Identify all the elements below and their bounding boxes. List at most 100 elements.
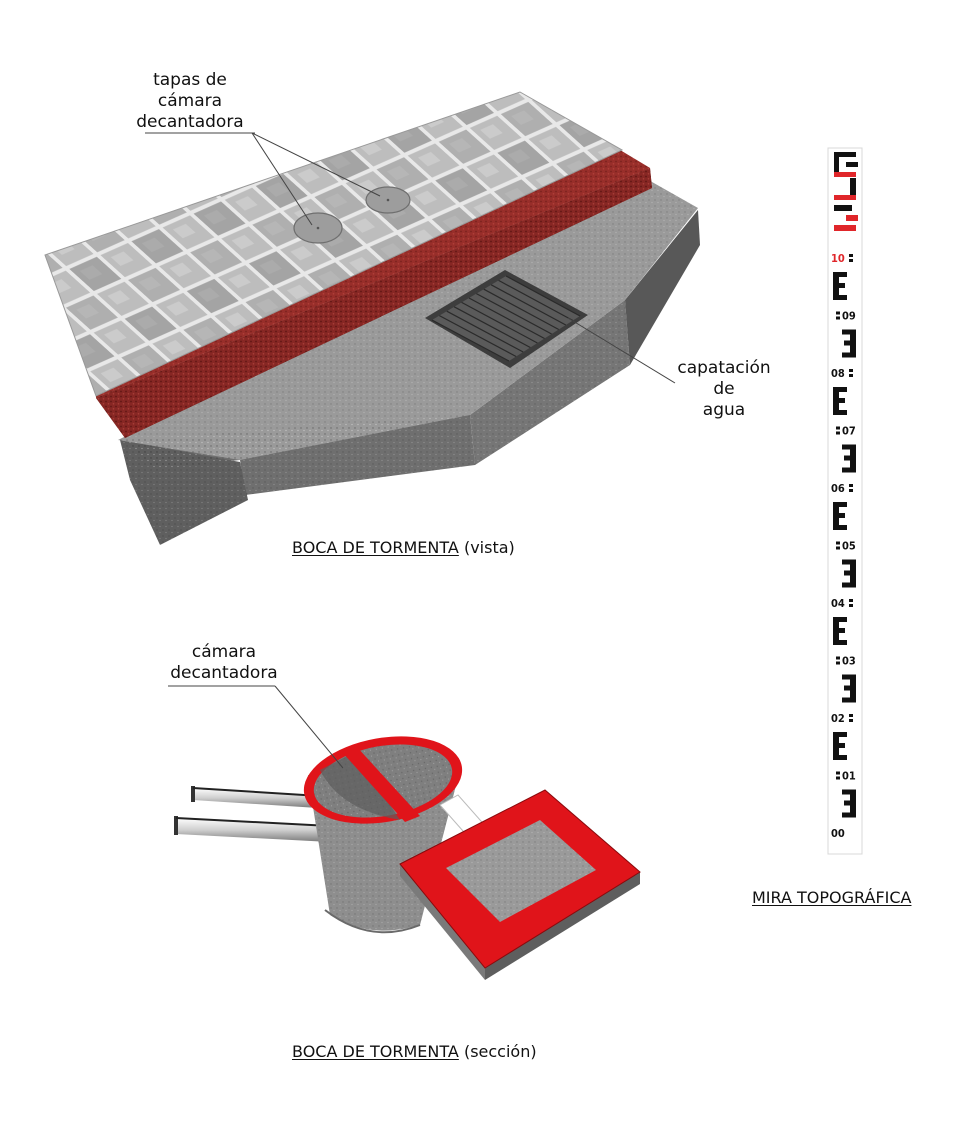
rod-e-mark bbox=[842, 329, 856, 335]
rod-e-mark bbox=[842, 812, 856, 818]
rod-dot bbox=[836, 541, 840, 545]
rod-e-mark bbox=[842, 582, 856, 588]
rod-e-mark bbox=[833, 502, 847, 507]
rod-dot bbox=[836, 656, 840, 660]
rod-dot bbox=[836, 546, 840, 550]
rod-e-mark bbox=[842, 697, 856, 703]
rod-top-mark bbox=[846, 162, 858, 167]
rod-e-mark bbox=[844, 800, 856, 806]
inlet-frame-side bbox=[400, 864, 485, 980]
rod-e-mark bbox=[833, 617, 847, 622]
rod-e-mark bbox=[844, 685, 856, 691]
grate-bar bbox=[439, 315, 517, 358]
label-tapas: tapas de cámara decantadora bbox=[135, 70, 245, 133]
rod-e-mark bbox=[842, 352, 856, 358]
rod-dot bbox=[849, 489, 853, 492]
rod-top-mark bbox=[846, 215, 858, 221]
caption-seccion: BOCA DE TORMENTA (sección) bbox=[292, 1042, 537, 1062]
rod-number: 00 bbox=[831, 827, 845, 840]
chamber-divider bbox=[342, 746, 420, 822]
concrete-side-face bbox=[625, 210, 700, 365]
label-camara-line-1: cámara bbox=[191, 642, 257, 662]
rod-number: 05 bbox=[842, 540, 856, 553]
rod-dot bbox=[849, 714, 853, 717]
rod-e-mark bbox=[833, 525, 847, 530]
label-capatacion-line-3: agua bbox=[702, 400, 746, 420]
rod-e-mark bbox=[842, 467, 856, 473]
rod-e-mark bbox=[833, 513, 845, 518]
label-camara: cámara decantadora bbox=[160, 642, 288, 684]
caption-seccion-suffix: (sección) bbox=[463, 1042, 537, 1061]
rod-e-mark bbox=[844, 340, 856, 346]
grate-bar bbox=[490, 284, 567, 326]
rod-number: 02 bbox=[831, 712, 845, 725]
grate-bar bbox=[505, 275, 581, 317]
rod-top-mark bbox=[834, 225, 856, 231]
water-inlet-grate bbox=[425, 270, 588, 368]
rod-number: 08 bbox=[831, 367, 845, 380]
rod-dot bbox=[849, 599, 853, 602]
rod-dot bbox=[849, 254, 853, 257]
rod-dot bbox=[836, 311, 840, 315]
caption-vista-main: BOCA DE TORMENTA bbox=[292, 538, 459, 557]
rod-e-mark bbox=[833, 295, 847, 300]
rod-number: 09 bbox=[842, 310, 856, 323]
rod-e-mark bbox=[833, 410, 847, 415]
rod-number: 07 bbox=[842, 425, 856, 438]
rod-top-mark bbox=[834, 152, 839, 174]
rod-dot bbox=[836, 426, 840, 430]
rod-dot bbox=[836, 316, 840, 320]
rod-dot bbox=[836, 776, 840, 780]
leveling-rod: 10 09 08 07 06 05 04 03 02 01 00 bbox=[827, 147, 863, 855]
rod-number: 06 bbox=[831, 482, 845, 495]
rod-e-mark bbox=[833, 398, 845, 403]
rod-e-mark bbox=[842, 674, 856, 680]
rod-dot bbox=[849, 604, 853, 607]
caption-mira: MIRA TOPOGRÁFICA bbox=[752, 888, 911, 908]
rod-dot bbox=[836, 771, 840, 775]
rod-e-mark bbox=[844, 570, 856, 576]
rod-e-mark bbox=[833, 732, 847, 737]
rod-number: 04 bbox=[831, 597, 845, 610]
caption-mira-text: MIRA TOPOGRÁFICA bbox=[752, 888, 912, 907]
rod-e-mark bbox=[842, 444, 856, 450]
rod-number: 01 bbox=[842, 770, 856, 783]
grate-bar bbox=[461, 301, 538, 344]
caption-seccion-main: BOCA DE TORMENTA bbox=[292, 1042, 459, 1061]
rod-top-mark bbox=[834, 205, 852, 211]
grate-bar bbox=[498, 279, 574, 322]
rod-top-mark bbox=[834, 172, 856, 177]
rod-e-mark bbox=[833, 272, 847, 277]
storm-drain-view bbox=[44, 91, 700, 545]
label-capatacion-line-1: capatación bbox=[677, 358, 771, 378]
rod-dot bbox=[849, 374, 853, 377]
caption-vista-suffix: (vista) bbox=[463, 538, 515, 557]
rod-dot bbox=[849, 719, 853, 722]
rod-e-mark bbox=[844, 455, 856, 461]
grate-bar bbox=[476, 293, 552, 335]
rod-top-mark bbox=[834, 195, 856, 200]
caption-vista: BOCA DE TORMENTA (vista) bbox=[292, 538, 515, 558]
rod-number: 10 bbox=[831, 252, 845, 265]
label-capatacion: capatación de agua bbox=[668, 358, 780, 421]
label-tapas-line-1: tapas de bbox=[153, 70, 227, 90]
rod-dot bbox=[849, 484, 853, 487]
label-tapas-line-2: cámara bbox=[157, 91, 223, 111]
leader-line-capatacion bbox=[567, 317, 676, 384]
rod-e-mark bbox=[833, 640, 847, 645]
label-camara-line-2: decantadora bbox=[170, 663, 278, 683]
pipe-lower bbox=[174, 816, 331, 842]
grate-bar bbox=[446, 310, 524, 353]
grate-bar bbox=[431, 319, 510, 362]
rod-e-mark bbox=[833, 283, 845, 288]
rod-dot bbox=[849, 369, 853, 372]
rod-top-mark bbox=[850, 178, 856, 198]
rod-e-mark bbox=[833, 387, 847, 392]
grate-bar bbox=[468, 297, 545, 340]
rod-dot bbox=[849, 259, 853, 262]
rod-number: 03 bbox=[842, 655, 856, 668]
rod-dot bbox=[836, 661, 840, 665]
rod-e-mark bbox=[833, 628, 845, 633]
rod-e-mark bbox=[842, 789, 856, 795]
